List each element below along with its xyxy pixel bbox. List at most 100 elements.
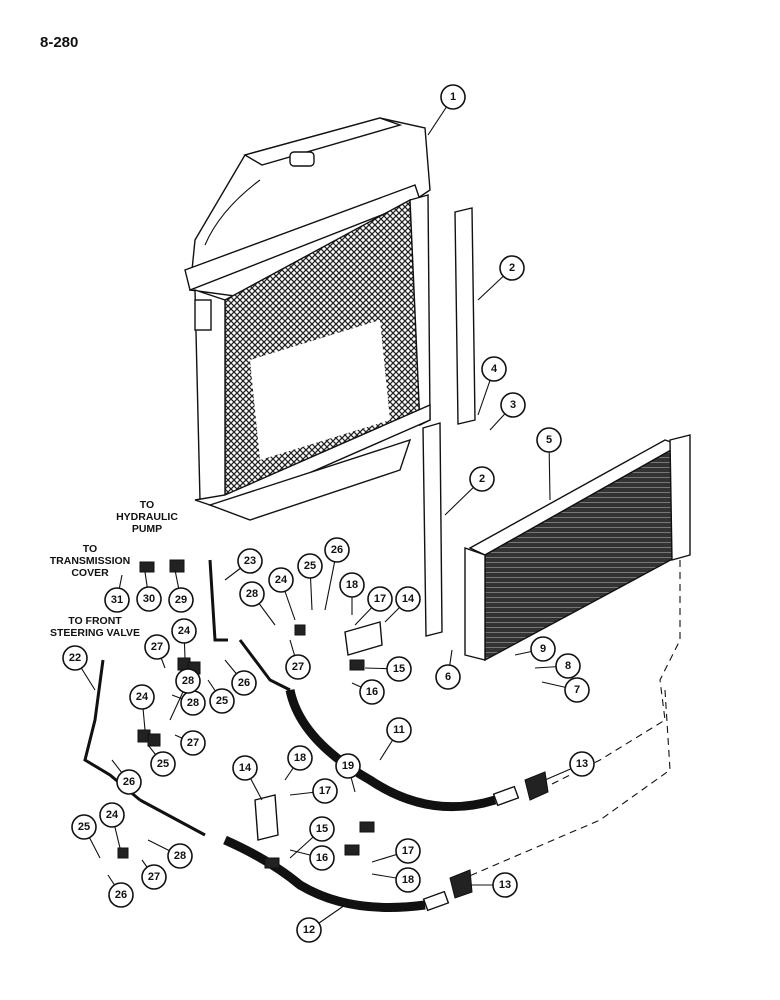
callout-27: 27 (180, 730, 206, 756)
callout-circle-6 (435, 664, 461, 690)
callout-18: 18 (339, 572, 365, 598)
callout-circle-28 (239, 581, 265, 607)
callout-circle-26 (116, 769, 142, 795)
callout-label-24: 24 (178, 625, 191, 637)
callout-31: 31 (104, 587, 130, 613)
callout-25: 25 (150, 751, 176, 777)
callout-label-6: 6 (445, 671, 451, 683)
callout-circle-18 (287, 745, 313, 771)
note-front-steering-valve: TO FRONT STEERING VALVE (50, 615, 140, 639)
bracket-14-upper (344, 621, 383, 656)
callout-26: 26 (324, 537, 350, 563)
note-hydraulic-pump-line-2: HYDRAULIC (116, 511, 178, 523)
callout-circle-5 (536, 427, 562, 453)
callout-label-28: 28 (187, 697, 199, 709)
callout-circle-17 (312, 778, 338, 804)
callout-circle-16 (359, 679, 385, 705)
callout-18: 18 (395, 867, 421, 893)
callout-circle-25 (71, 814, 97, 840)
note-front-steering-valve-line-2: STEERING VALVE (50, 627, 140, 639)
callout-16: 16 (309, 845, 335, 871)
callout-3: 3 (500, 392, 526, 418)
callout-24: 24 (171, 618, 197, 644)
callout-label-17: 17 (402, 845, 414, 857)
callout-label-8: 8 (565, 660, 571, 672)
callout-circle-17 (395, 838, 421, 864)
side-panel-upper (454, 207, 476, 425)
callout-9: 9 (530, 636, 556, 662)
callout-circle-15 (309, 816, 335, 842)
page-number: 8-280 (40, 34, 79, 51)
callout-16: 16 (359, 679, 385, 705)
callout-label-27: 27 (292, 661, 304, 673)
callout-circle-26 (231, 670, 257, 696)
callout-26: 26 (108, 882, 134, 908)
callout-circle-26 (108, 882, 134, 908)
callout-label-17: 17 (319, 785, 331, 797)
note-hydraulic-pump-line-3: PUMP (132, 523, 162, 535)
callout-circle-12 (296, 917, 322, 943)
callout-label-23: 23 (244, 555, 256, 567)
callout-22: 22 (62, 645, 88, 671)
callout-17: 17 (367, 586, 393, 612)
callout-6: 6 (435, 664, 461, 690)
callout-label-16: 16 (366, 686, 378, 698)
callout-1: 1 (440, 84, 466, 110)
callout-4: 4 (481, 356, 507, 382)
callout-circle-8 (555, 653, 581, 679)
callout-12: 12 (296, 917, 322, 943)
callout-label-24: 24 (275, 574, 288, 586)
callout-label-9: 9 (540, 643, 546, 655)
bracket-14-lower (254, 794, 279, 841)
callout-11: 11 (386, 717, 412, 743)
callout-label-4: 4 (491, 363, 498, 375)
tube-23 (208, 559, 228, 642)
callout-26: 26 (116, 769, 142, 795)
hose-11 (238, 639, 520, 812)
callout-label-28: 28 (182, 675, 194, 687)
callout-circle-25 (297, 553, 323, 579)
callout-circle-24 (268, 567, 294, 593)
hose-12 (139, 798, 450, 912)
callout-label-25: 25 (78, 821, 90, 833)
callout-label-13: 13 (576, 758, 588, 770)
callout-label-30: 30 (143, 593, 155, 605)
callout-circle-25 (209, 688, 235, 714)
callout-circle-27 (285, 654, 311, 680)
callout-circle-1 (440, 84, 466, 110)
callout-label-28: 28 (174, 850, 186, 862)
callout-2: 2 (469, 466, 495, 492)
callout-7: 7 (564, 677, 590, 703)
callout-18: 18 (287, 745, 313, 771)
callout-27: 27 (285, 654, 311, 680)
callout-label-28: 28 (246, 588, 258, 600)
callout-label-15: 15 (393, 663, 405, 675)
note-hydraulic-pump: TO HYDRAULIC PUMP (116, 499, 178, 535)
note-transmission-cover-line-1: TO (83, 543, 97, 555)
callout-circle-23 (237, 548, 263, 574)
callout-label-25: 25 (157, 758, 169, 770)
callout-label-16: 16 (316, 852, 328, 864)
callout-label-2: 2 (509, 262, 515, 274)
callout-circle-27 (141, 864, 167, 890)
callout-5: 5 (536, 427, 562, 453)
callout-label-11: 11 (393, 724, 405, 736)
callout-circle-29 (168, 587, 194, 613)
callout-15: 15 (386, 656, 412, 682)
callout-label-12: 12 (303, 924, 315, 936)
connection-line-13-lower (459, 689, 671, 881)
callout-27: 27 (141, 864, 167, 890)
elbow-fitting-13-upper (524, 771, 549, 801)
callout-25: 25 (209, 688, 235, 714)
callout-circle-13 (569, 751, 595, 777)
callout-19: 19 (335, 753, 361, 779)
note-transmission-cover: TO TRANSMISSION COVER (50, 543, 131, 579)
callout-circle-18 (339, 572, 365, 598)
callout-27: 27 (144, 634, 170, 660)
callout-24: 24 (99, 802, 125, 828)
callout-28: 28 (180, 690, 206, 716)
callout-2: 2 (499, 255, 525, 281)
callout-label-27: 27 (151, 641, 163, 653)
